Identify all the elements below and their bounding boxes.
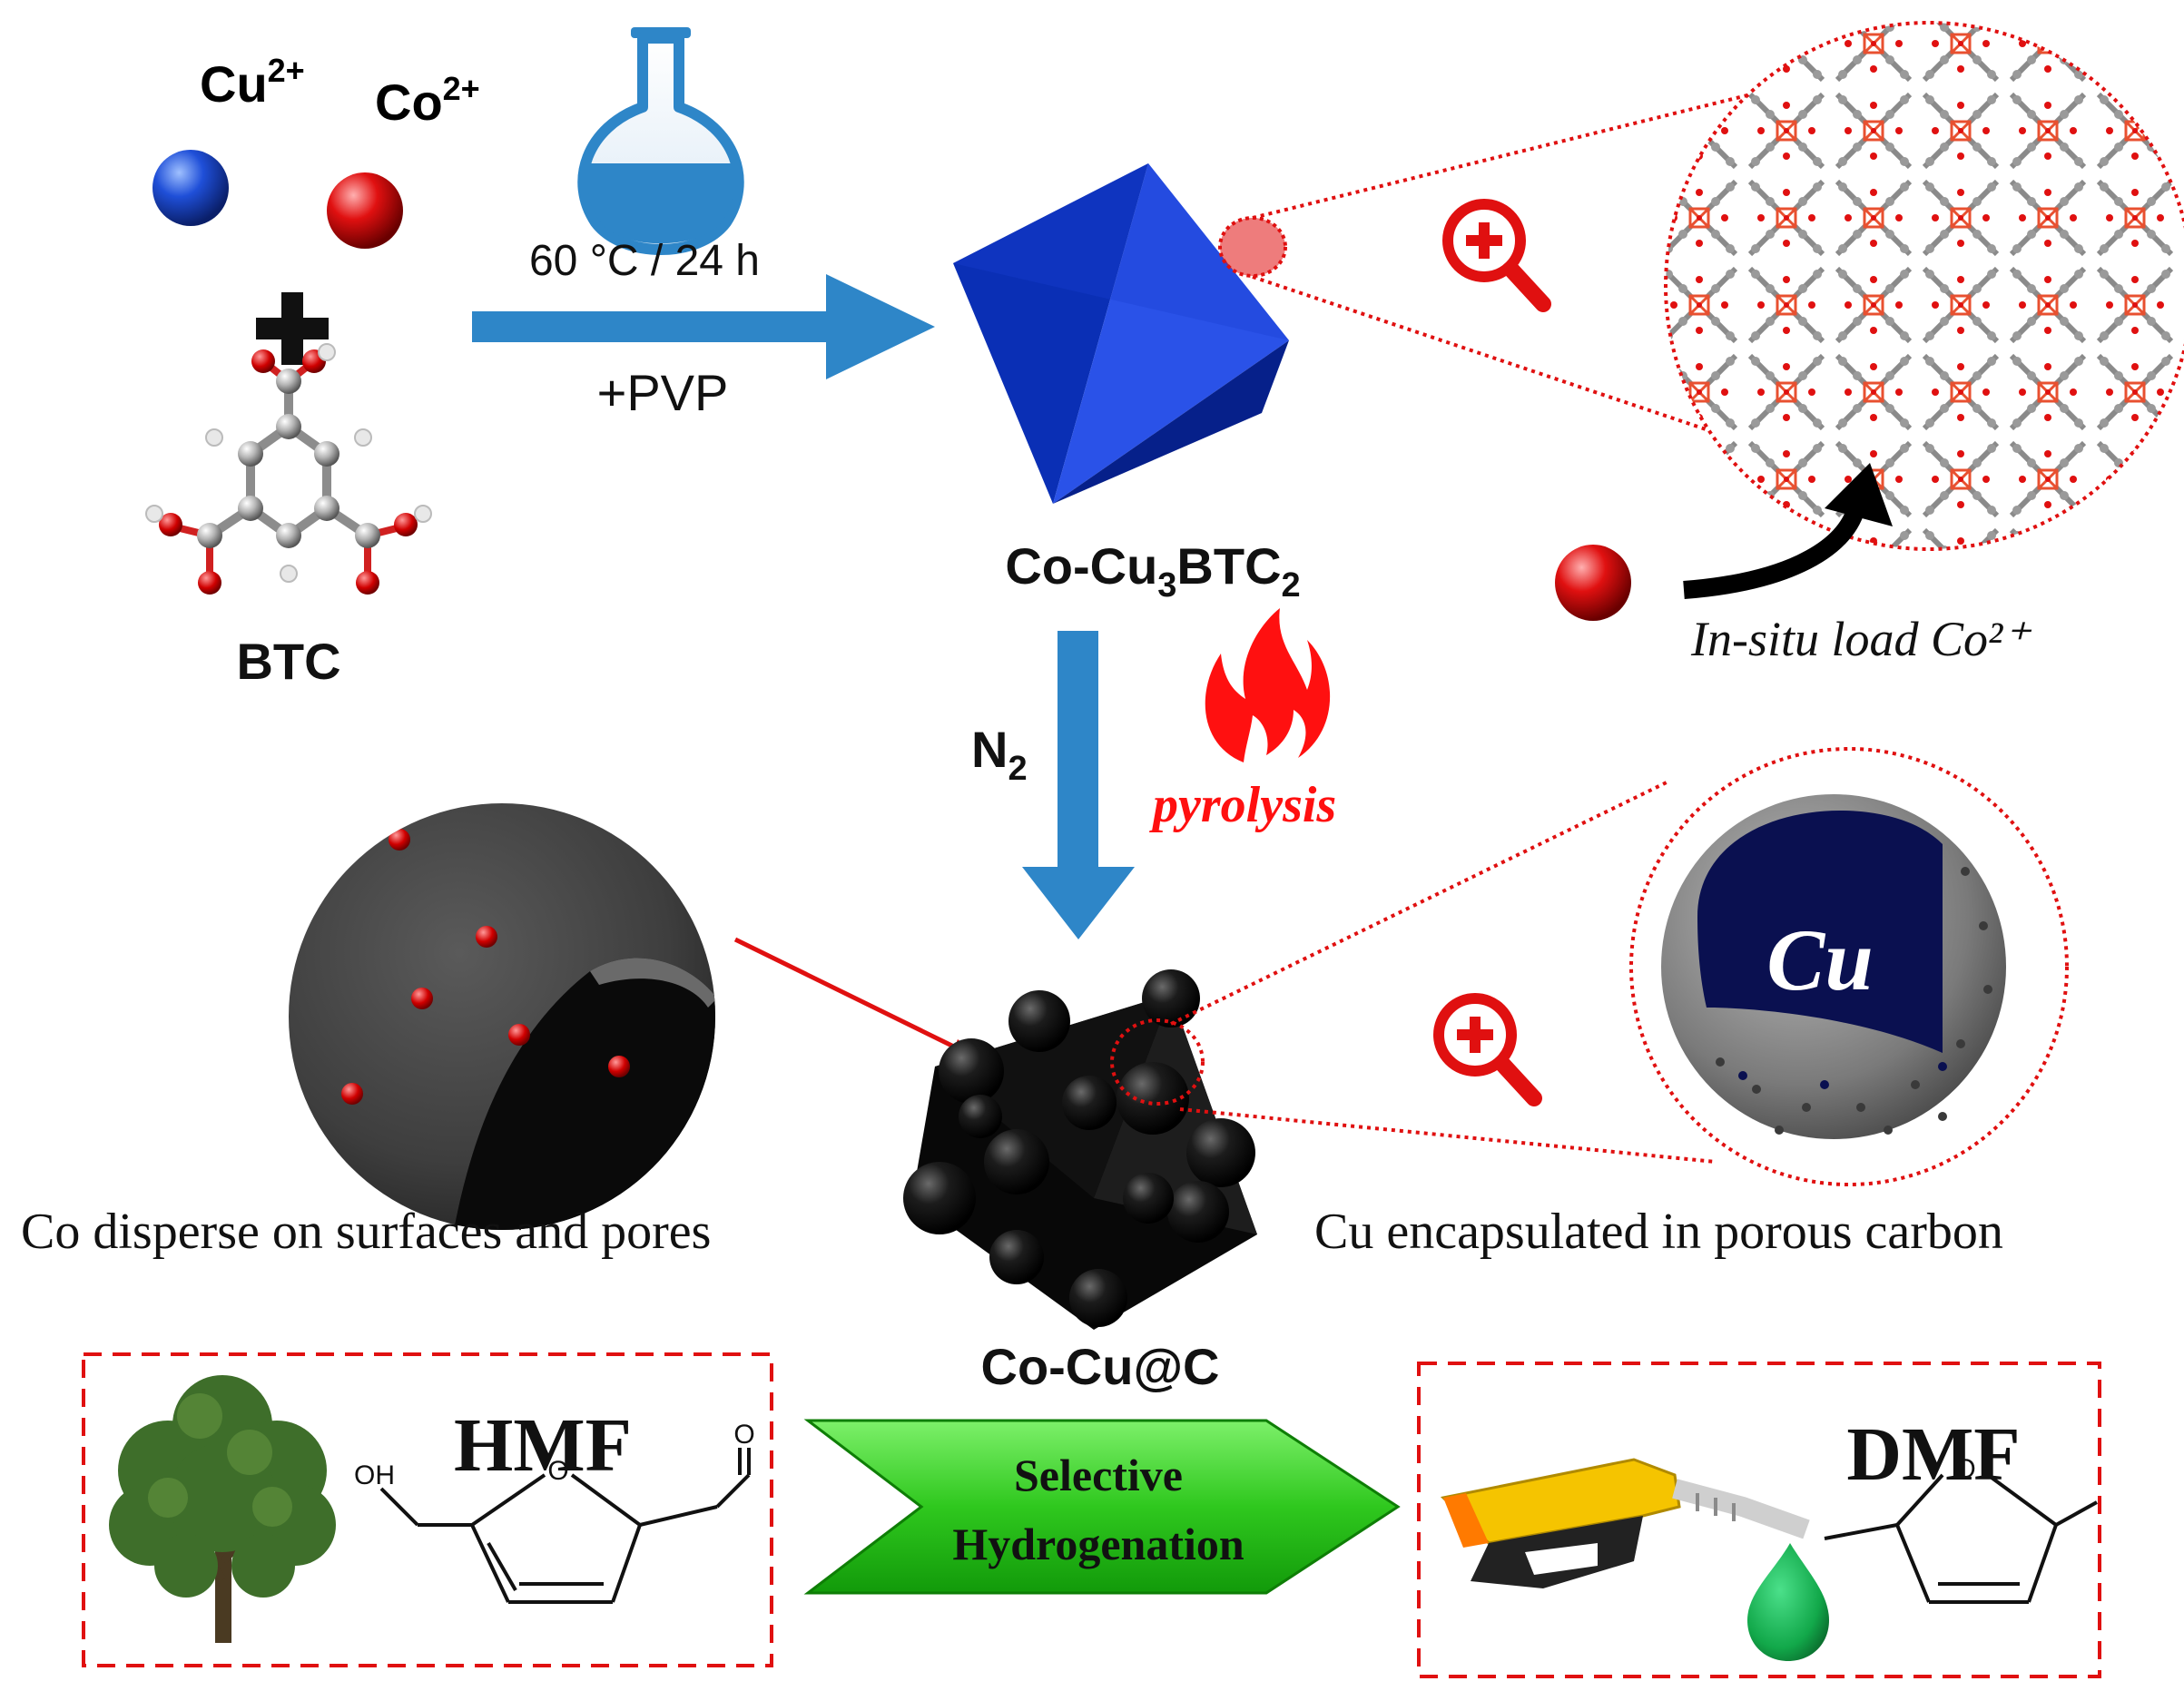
reaction-arrow — [803, 1419, 1401, 1595]
flame-icon — [1205, 608, 1331, 762]
octahedron-mof — [953, 163, 1289, 504]
dmf-molecule — [1824, 1473, 2098, 1604]
tree-icon — [109, 1375, 336, 1643]
cu-caption: Cu encapsulated in porous carbon — [1314, 1204, 2003, 1260]
btc-molecule — [145, 343, 432, 595]
hmf-molecule — [379, 1448, 751, 1604]
co-ion-sphere — [327, 172, 403, 249]
dmf-box — [1417, 1362, 2101, 1678]
cu-zoom-circle — [1629, 747, 2069, 1186]
mof-structure-zoom — [1664, 21, 2184, 551]
pyrolysis-label: pyrolysis — [1149, 777, 1336, 833]
zoom-spot-particle — [1110, 1018, 1205, 1106]
dmf-ring-o-label: O — [1954, 1454, 1975, 1484]
co-caption: Co disperse on surfaces and pores — [21, 1204, 711, 1260]
cu-ion-label: Cu2+ — [200, 52, 305, 113]
btc-label: BTC — [236, 633, 340, 690]
reaction-label-line2: Hydrogenation — [952, 1519, 1244, 1569]
hmf-oh-label: OH — [354, 1460, 395, 1490]
magnifier-plus-icon — [1433, 993, 1542, 1106]
mof-label: Co-Cu3BTC2 — [1005, 537, 1300, 605]
co-ion-label: Co2+ — [375, 70, 480, 131]
zoom-spot — [1218, 216, 1287, 278]
co-load-sphere — [1555, 545, 1631, 621]
hmf-ring-o-label: O — [547, 1456, 568, 1486]
zoom-lines-top — [1252, 93, 1748, 438]
reaction-label-line1: Selective — [1014, 1450, 1183, 1500]
co-dispersion-disk — [289, 803, 715, 1230]
pointer-arrow-line — [733, 937, 969, 1056]
hmf-carbonyl-o-label: O — [733, 1420, 754, 1450]
in-situ-label: In-situ load Co²⁺ — [1690, 612, 2032, 666]
zoom-lines-bottom — [1170, 779, 1717, 1164]
curved-arrow — [1683, 505, 1865, 599]
hmf-box — [82, 1352, 773, 1667]
cu-ion-sphere — [152, 150, 229, 226]
hmf-label: HMF — [454, 1403, 632, 1488]
condition-label: 60 °C / 24 h — [529, 237, 760, 285]
fuel-nozzle-icon — [1440, 1458, 1810, 1588]
pyrolysis-arrow — [1022, 631, 1135, 939]
product-label: Co-Cu@C — [981, 1338, 1220, 1395]
additive-label: +PVP — [597, 364, 729, 421]
co-cu-c-particle — [903, 969, 1257, 1330]
flask-icon — [577, 27, 744, 255]
cu-carbon-sphere — [1661, 794, 2006, 1139]
plus-sign — [256, 292, 329, 365]
curved-arrow-head — [1825, 463, 1893, 526]
synthesis-arrow — [472, 274, 935, 379]
cu-core-label: Cu — [1766, 911, 1873, 1008]
magnifier-plus-icon — [1442, 199, 1551, 312]
fuel-drop — [1747, 1543, 1829, 1661]
atmosphere-label: N2 — [971, 721, 1028, 788]
